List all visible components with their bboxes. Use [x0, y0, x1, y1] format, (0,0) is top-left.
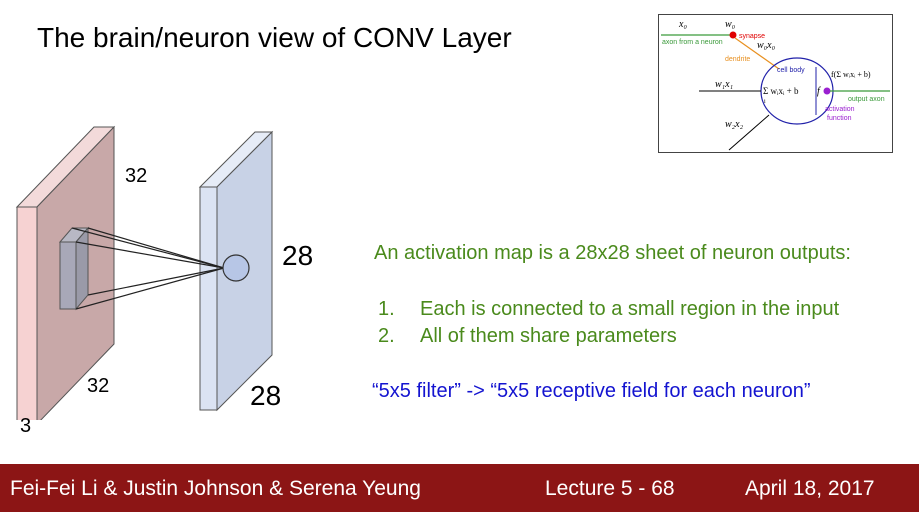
list-item: 1. Each is connected to a small region i…	[378, 296, 839, 323]
w0-label: w₀	[725, 19, 736, 30]
receptive-field-side	[75, 226, 89, 311]
neuron-diagram: x₀ w₀ synapse axon from a neuron w₀x₀ de…	[658, 14, 893, 153]
f-expr-label: f(Σ wᵢxᵢ + b)	[831, 70, 871, 79]
w0x0-label: w₀x₀	[757, 40, 776, 51]
output-axon-label: output axon	[848, 96, 885, 103]
w2x2-label: w₂x₂	[725, 119, 744, 130]
input-depth-label: 3	[20, 415, 32, 437]
connection-line	[87, 267, 225, 296]
connection-line	[75, 267, 225, 310]
list-text: Each is connected to a small region in t…	[420, 298, 840, 320]
connection-line	[87, 227, 225, 269]
slide-title: The brain/neuron view of CONV Layer	[37, 22, 512, 53]
activation-width-label: 28	[250, 380, 282, 411]
list-number: 1.	[378, 298, 395, 320]
points-list: 1. Each is connected to a small region i…	[378, 296, 839, 350]
sum-index-label: i	[764, 99, 766, 105]
conv-illustration	[15, 125, 274, 420]
activation-label: activation	[825, 106, 855, 113]
neuron-circle	[222, 254, 250, 282]
list-text: All of them share parameters	[420, 325, 677, 347]
activation-dot	[823, 87, 831, 95]
description-text: An activation map is a 28x28 sheet of ne…	[374, 242, 851, 264]
input-width-label: 32	[87, 375, 110, 397]
w1x1-label: w₁x₁	[715, 79, 733, 90]
dendrite-label: dendrite	[725, 56, 750, 63]
axon-label: axon from a neuron	[662, 39, 723, 46]
activation-map-front	[199, 186, 218, 411]
activation-height-label: 28	[282, 240, 314, 271]
dendrite-line	[734, 37, 780, 70]
input-volume-front	[16, 206, 38, 420]
function-label: function	[827, 115, 852, 122]
x0-label: x₀	[678, 19, 687, 30]
footer-date: April 18, 2017	[745, 477, 875, 500]
sum-label: Σ wᵢxᵢ + b	[763, 86, 799, 96]
f-label: f	[817, 86, 821, 97]
connection-line	[75, 241, 225, 269]
input-line-2	[728, 114, 770, 151]
cell-body-label: cell body	[777, 67, 805, 74]
neuron-diagram-svg: x₀ w₀ synapse axon from a neuron w₀x₀ de…	[661, 19, 890, 151]
receptive-field-quote: “5x5 filter” -> “5x5 receptive field for…	[372, 380, 811, 402]
input-height-label: 32	[125, 165, 148, 187]
connection-line	[71, 227, 225, 269]
footer-bar: Fei-Fei Li & Justin Johnson & Serena Yeu…	[0, 464, 919, 512]
list-number: 2.	[378, 325, 395, 347]
footer-lecture: Lecture 5 - 68	[545, 477, 675, 500]
synapse-label: synapse	[739, 33, 765, 40]
receptive-field-front	[59, 241, 77, 310]
footer-authors: Fei-Fei Li & Justin Johnson & Serena Yeu…	[10, 477, 421, 500]
list-item: 2. All of them share parameters	[378, 323, 839, 350]
synapse-dot	[729, 31, 737, 39]
